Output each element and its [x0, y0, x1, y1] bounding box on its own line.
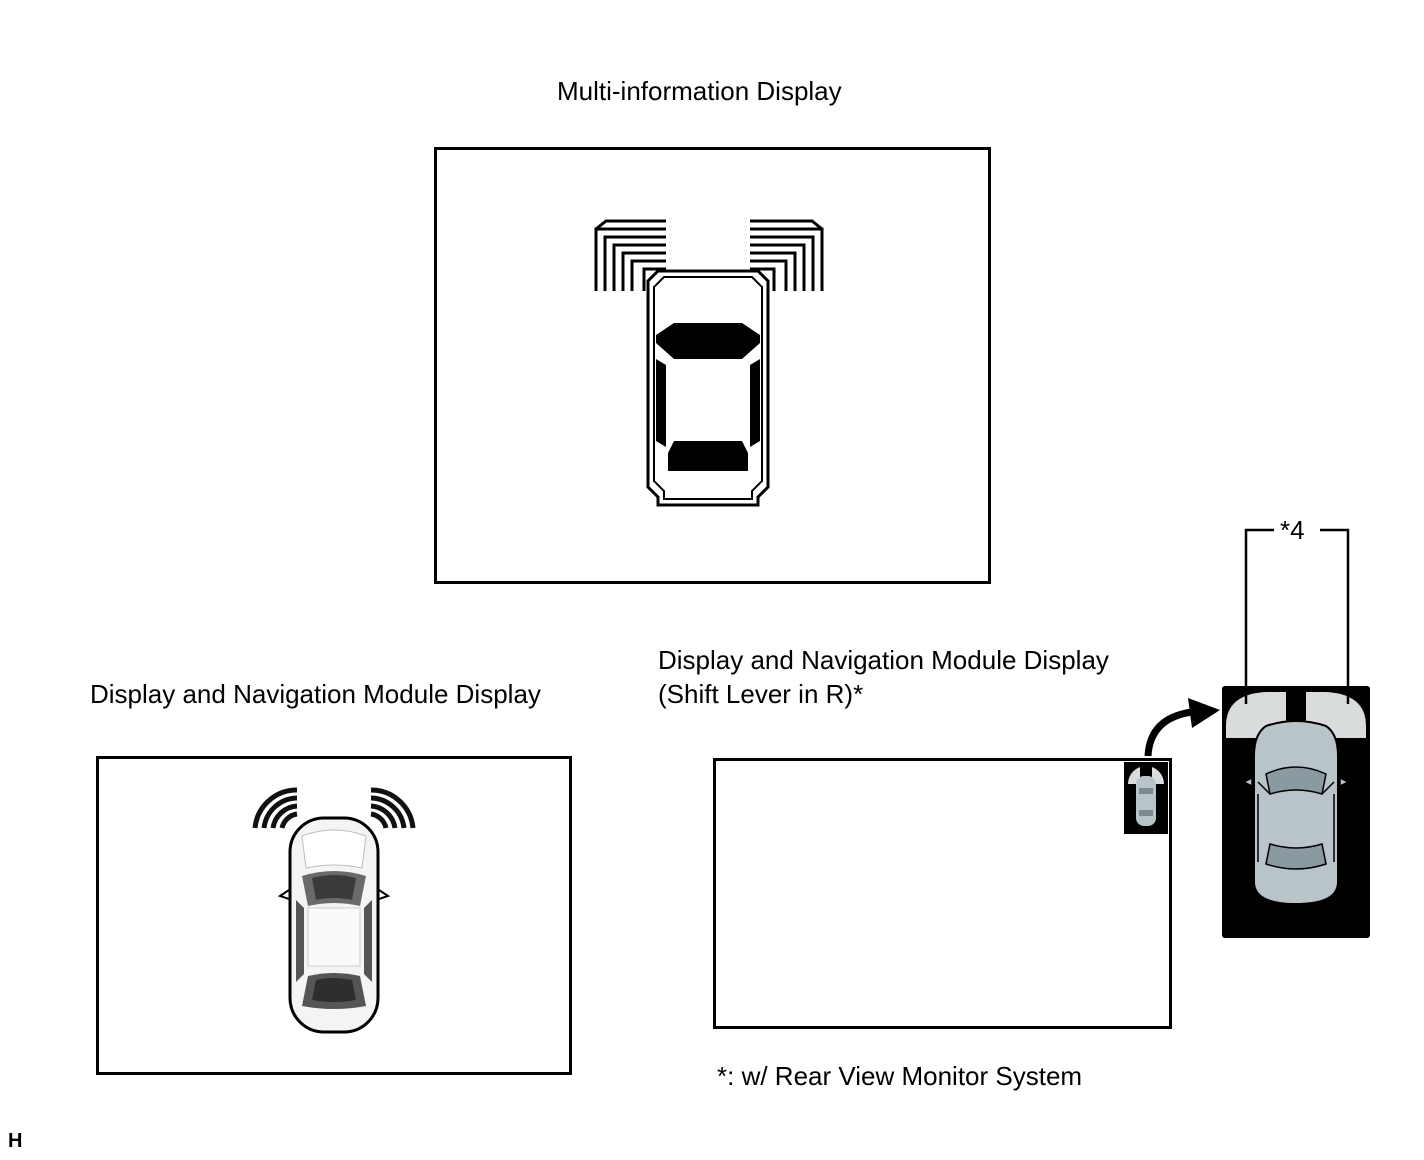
figure-code: H [8, 1130, 23, 1152]
nav-display-r-title-line2: (Shift Lever in R)* [658, 679, 864, 709]
callout-label: *4 [1280, 515, 1305, 545]
zoom-arrow-icon [1144, 698, 1220, 757]
nav-display-r-title-line1: Display and Navigation Module Display [658, 645, 1109, 675]
nav-display-title: Display and Navigation Module Display [90, 679, 541, 709]
callout-bracket [1244, 528, 1350, 704]
footnote: *: w/ Rear View Monitor System [717, 1061, 1083, 1091]
mid-display-vehicle-icon [594, 219, 824, 507]
mid-display-title: Multi-information Display [557, 76, 842, 106]
nav-display-r-frame [713, 758, 1172, 1029]
nav-display-vehicle-icon [252, 787, 416, 1034]
rear-view-enlarged-panel [1222, 686, 1370, 938]
rear-view-thumbnail-icon [1124, 762, 1168, 834]
